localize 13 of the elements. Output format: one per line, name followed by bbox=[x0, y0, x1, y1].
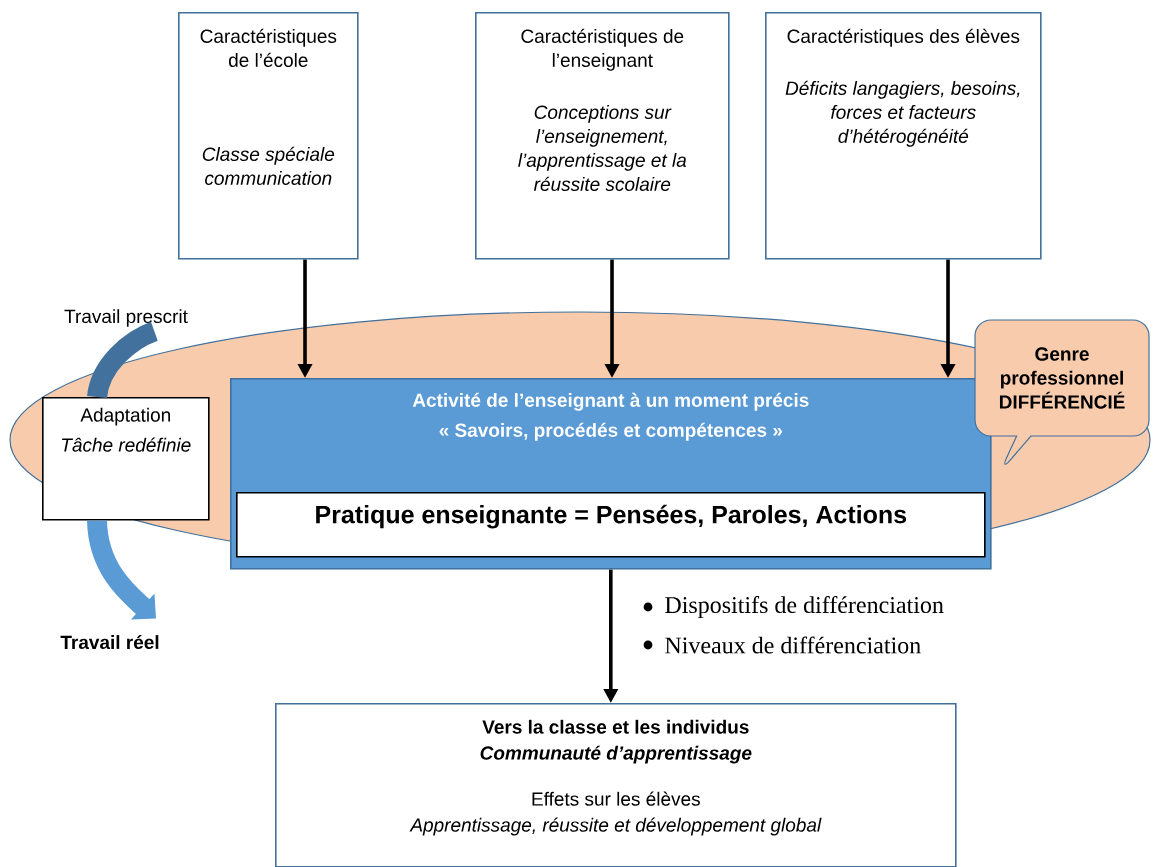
text-label: Travail réel bbox=[60, 634, 159, 650]
info-box: Caractéristiques des élèves Déficits langagiers, besoins, forces et facteurs d’hétérogénéité bbox=[765, 12, 1042, 260]
speech-bubble: Genre professionnel DIFFÉRENCIÉ bbox=[974, 319, 1150, 465]
bullet-item: Niveaux de différenciation bbox=[643, 636, 921, 654]
text-label: Travail prescrit bbox=[64, 309, 188, 327]
arrow bbox=[87, 519, 156, 620]
bullet-item: Dispositifs de différenciation bbox=[643, 596, 944, 618]
info-box: Caractéristiques de l’enseignant Conceptions sur l’enseignement, l’apprentissage et la réussite scolaire bbox=[475, 12, 730, 260]
node-label: Genre professionnel DIFFÉRENCIÉ bbox=[999, 347, 1125, 409]
outcome-box: Vers la classe et les individus Communauté d’apprentissage Effets sur les élèves Apprentissage, réussite et développement global bbox=[275, 703, 957, 867]
practice-box: Pratique enseignante = Pensées, Paroles, Actions bbox=[236, 492, 986, 558]
info-box: Caractéristiques de l’école Classe spéciale communication bbox=[178, 12, 359, 260]
adaptation-box: Adaptation Tâche redéfinie bbox=[42, 397, 210, 521]
